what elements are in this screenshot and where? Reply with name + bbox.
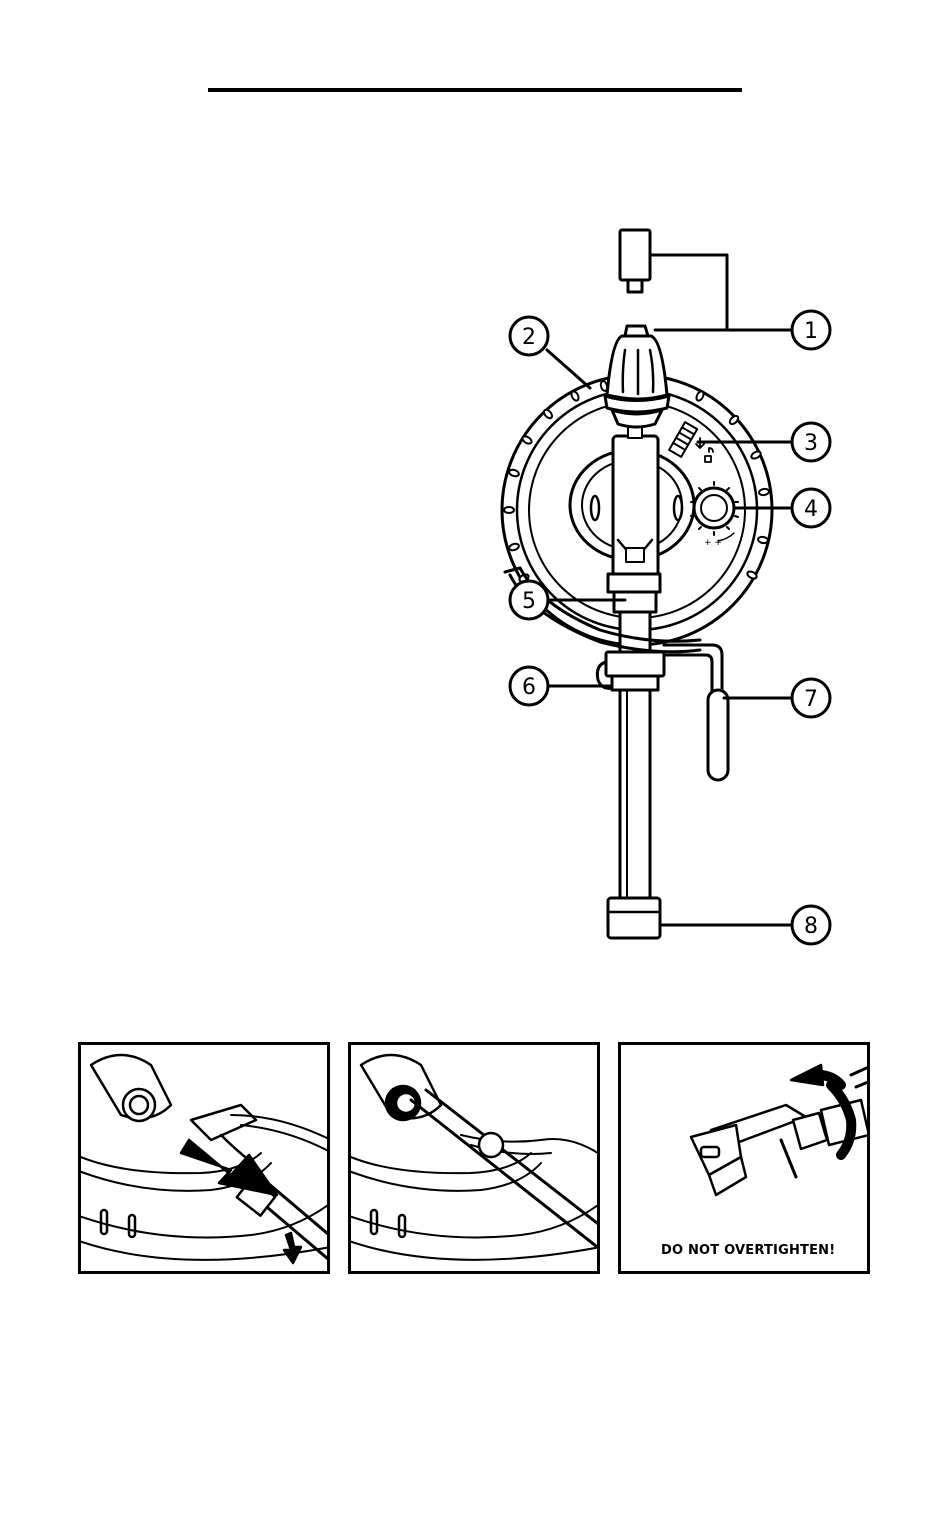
arm-collar	[606, 652, 664, 676]
step-panel-headshell: DO NOT OVERTIGHTEN!	[618, 1042, 870, 1274]
callout-7-label: 7	[804, 687, 818, 712]
callout-3-label: 3	[804, 431, 818, 456]
callout-6-label: 6	[522, 675, 536, 700]
callout-8-label: 8	[804, 914, 818, 939]
callout-1-label: 1	[804, 319, 818, 344]
headshell-connector	[608, 898, 660, 938]
tonearm-parts-diagram: + +	[0, 0, 950, 1000]
counterweight-block	[620, 230, 650, 280]
step-panel-arm-inserted	[348, 1042, 600, 1274]
callout-4-label: 4	[804, 497, 818, 522]
lift-lever	[708, 690, 728, 780]
callout-5-label: 5	[522, 589, 536, 614]
do-not-overtighten-warning: DO NOT OVERTIGHTEN!	[661, 1243, 835, 1258]
step-panel-insert-arm	[78, 1042, 330, 1274]
callout-2-label: 2	[522, 325, 536, 350]
arm-wand	[620, 690, 650, 900]
down-arrow-icon	[284, 1233, 301, 1263]
svg-text:+ +: + +	[704, 538, 722, 548]
